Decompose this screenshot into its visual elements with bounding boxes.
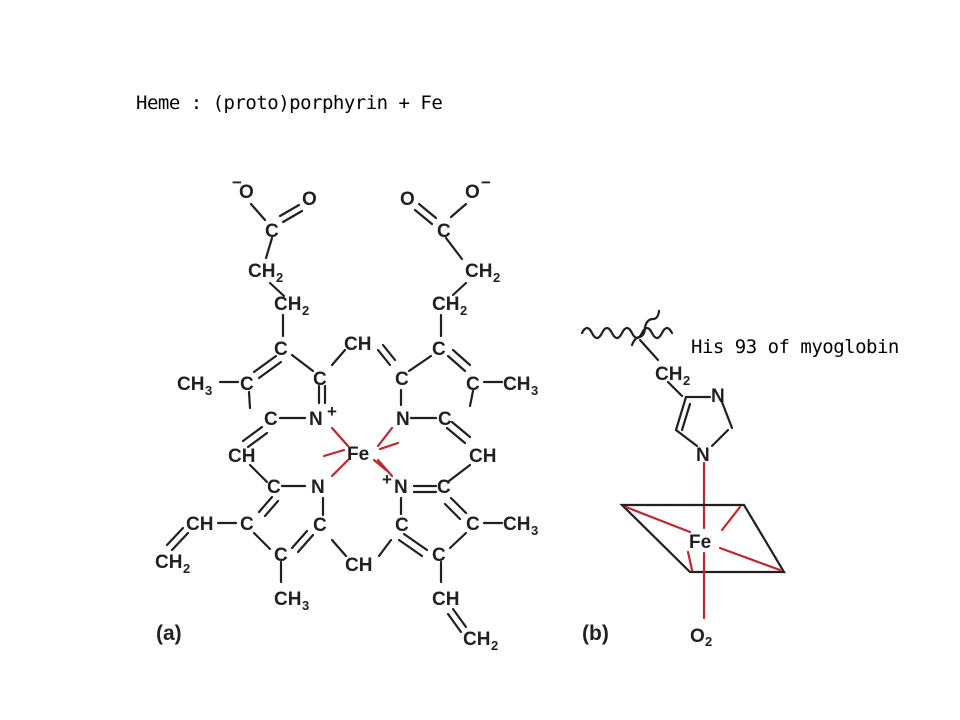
panel-a-bonds xyxy=(165,202,504,634)
atom-n-b: N xyxy=(396,409,410,430)
atom-c-d3: C xyxy=(466,514,480,535)
atom-c-d2: C xyxy=(395,515,409,536)
atom-vinyl-ch-left: CH xyxy=(186,514,213,535)
atom-c-a2: C xyxy=(240,374,254,395)
atom-c-c2: C xyxy=(240,514,254,535)
diagram-title: Heme : (proto)porphyrin + Fe xyxy=(136,92,443,114)
atom-c-b1: C xyxy=(432,339,446,360)
panel-b-bonds xyxy=(580,309,786,620)
charge-plus-a: + xyxy=(327,402,337,421)
panel-a-label: (a) xyxy=(156,622,182,645)
atom-fe: Fe xyxy=(347,444,369,465)
atom-b-fe: Fe xyxy=(689,532,711,553)
atom-c-carboxyl-right: C xyxy=(437,221,451,242)
panel-a-atoms: − O O C CH 2 CH 2 O O − C CH 2 CH 2 C C … xyxy=(155,173,538,653)
atom-c-b2: C xyxy=(395,369,409,390)
atom-b-ch2: CH xyxy=(655,364,682,385)
sub-vinyl-ch2-right: 2 xyxy=(491,638,498,653)
sub-ch2-left-1: 2 xyxy=(276,270,283,285)
panel-b-atoms: CH 2 N N Fe O 2 (b) xyxy=(582,364,725,649)
atom-b-o2: O xyxy=(690,626,705,647)
atom-ch2-left-2: CH xyxy=(274,294,301,315)
atom-c-a3: C xyxy=(313,369,327,390)
atom-n-a: N xyxy=(309,409,323,430)
atom-vinyl-ch2-right: CH xyxy=(463,629,490,650)
atom-ch3-left: CH xyxy=(177,374,204,395)
charge-plus-d: + xyxy=(382,470,392,489)
atom-ch3-bottom: CH xyxy=(274,589,301,610)
sub-ch3-left: 3 xyxy=(205,383,212,398)
atom-c-carboxyl-left: C xyxy=(265,221,279,242)
atom-o-minus-left: O xyxy=(239,182,254,203)
atom-o-right: O xyxy=(400,189,415,210)
atom-n-d: N xyxy=(394,477,408,498)
his93-label: His 93 of myoglobin xyxy=(691,336,899,358)
sub-ch3-right-low: 3 xyxy=(531,523,538,538)
atom-c-d4: C xyxy=(432,545,446,566)
atom-vinyl-ch-right: CH xyxy=(432,589,459,610)
atom-c-a1: C xyxy=(274,339,288,360)
atom-ch-top: CH xyxy=(344,334,371,355)
sub-b-ch2: 2 xyxy=(683,373,690,388)
atom-ch-right: CH xyxy=(469,446,496,467)
atom-vinyl-ch2-left: CH xyxy=(155,552,182,573)
atom-c-b3: C xyxy=(466,374,480,395)
atom-o-minus-right: O xyxy=(465,182,480,203)
atom-b-n-top: N xyxy=(711,386,725,407)
atom-c-c4: C xyxy=(274,545,288,566)
atom-ch2-left-1: CH xyxy=(248,261,275,282)
atom-ch2-right-1: CH xyxy=(465,261,492,282)
atom-c-b4: C xyxy=(438,409,452,430)
sub-b-o2: 2 xyxy=(705,634,712,649)
atom-n-c: N xyxy=(311,477,325,498)
atom-c-d1: C xyxy=(437,477,451,498)
atom-c-c3: C xyxy=(313,515,327,536)
atom-ch-bottom: CH xyxy=(345,555,372,576)
panel-a-fe-coordination xyxy=(322,426,400,478)
sub-vinyl-ch2-left: 2 xyxy=(183,561,190,576)
atom-b-n-bottom: N xyxy=(696,445,710,466)
sub-ch2-left-2: 2 xyxy=(302,303,309,318)
atom-ch2-right-2: CH xyxy=(432,294,459,315)
sub-ch2-right-1: 2 xyxy=(493,270,500,285)
atom-ch3-right-low: CH xyxy=(503,514,530,535)
sub-ch3-bottom: 3 xyxy=(302,598,309,613)
panel-b-label: (b) xyxy=(582,622,609,645)
atom-o-left: O xyxy=(302,189,317,210)
charge-minus-left: − xyxy=(232,173,242,192)
atom-ch-left: CH xyxy=(228,446,255,467)
sub-ch3-right: 3 xyxy=(531,383,538,398)
sub-ch2-right-2: 2 xyxy=(460,303,467,318)
atom-ch3-right: CH xyxy=(503,374,530,395)
atom-c-c1: C xyxy=(267,477,281,498)
atom-c-a4: C xyxy=(264,409,278,430)
charge-minus-right: − xyxy=(481,173,491,192)
